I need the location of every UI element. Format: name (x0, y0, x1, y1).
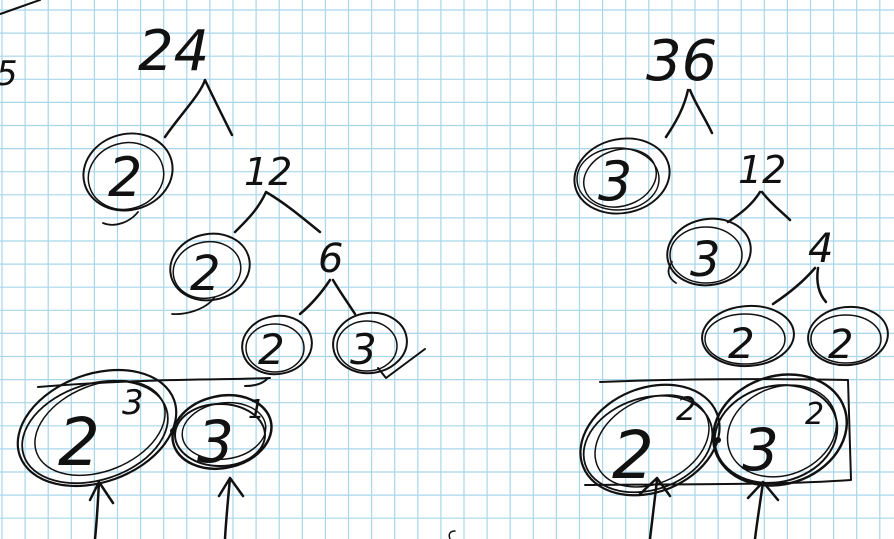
right-arrow-1 (638, 476, 672, 539)
left-result-2cubed: 2 3 (16, 368, 178, 488)
right-result-base-3: 3 (742, 416, 779, 484)
left-result-base-2: 2 (58, 404, 100, 481)
right-result-exp-2a: 2 (676, 390, 696, 428)
left-node-12: 12 (244, 150, 292, 194)
left-result-exp-1: 1 (248, 395, 265, 425)
right-factor-tree: 36 3 12 3 4 2 2 (573, 29, 889, 539)
right-result-2squared: 2 2 (579, 383, 721, 497)
left-branch-12 (233, 190, 322, 234)
right-node-2a-label: 2 (728, 319, 755, 368)
right-branch-12 (726, 190, 792, 224)
right-result-exp-2b: 2 (805, 397, 824, 432)
right-node-2b-label: 2 (828, 322, 853, 368)
right-node-3a-label: 3 (598, 150, 632, 213)
left-node-3a-label: 3 (350, 325, 377, 374)
left-result-base-3: 3 (197, 408, 234, 476)
right-root-number: 36 (646, 29, 717, 94)
left-margin-marks: 5 (0, 0, 41, 94)
left-result-exp-3: 3 (122, 383, 144, 423)
right-branch-4 (771, 266, 828, 306)
left-node-2c: 2 (241, 314, 313, 376)
left-branch-6 (298, 278, 357, 316)
left-node-2a-label: 2 (108, 146, 142, 209)
left-branch-24 (163, 78, 234, 139)
margin-digit: 5 (0, 54, 18, 94)
right-result-group: 2 2 3 2 (579, 373, 852, 539)
right-node-3a: 3 (573, 137, 671, 215)
stray-mark (448, 530, 456, 539)
left-node-3a: 3 (332, 311, 426, 379)
right-arrow-2 (746, 480, 780, 539)
right-node-2b: 2 (807, 305, 889, 368)
left-root-number: 24 (138, 19, 209, 84)
left-arrow-2 (217, 476, 245, 539)
left-result-group: 2 3 3 1 (16, 368, 273, 539)
right-result-3squared: 3 2 (711, 373, 849, 487)
right-node-3b: 3 (666, 217, 752, 288)
right-node-4: 4 (808, 226, 833, 272)
left-factor-tree: 24 2 12 2 6 2 3 (16, 19, 426, 539)
left-node-2c-label: 2 (258, 325, 285, 374)
right-node-3b-label: 3 (690, 232, 721, 288)
left-arrow-1 (88, 480, 115, 539)
left-node-2b: 2 (169, 232, 251, 315)
right-branch-36 (664, 88, 714, 139)
left-node-2a: 2 (82, 132, 174, 226)
left-node-6: 6 (318, 236, 343, 282)
right-node-2a: 2 (701, 304, 795, 368)
right-result-base-2: 2 (612, 417, 654, 494)
left-result-3: 3 1 (170, 394, 273, 476)
left-node-2b-label: 2 (190, 246, 221, 302)
right-node-12: 12 (738, 148, 786, 192)
